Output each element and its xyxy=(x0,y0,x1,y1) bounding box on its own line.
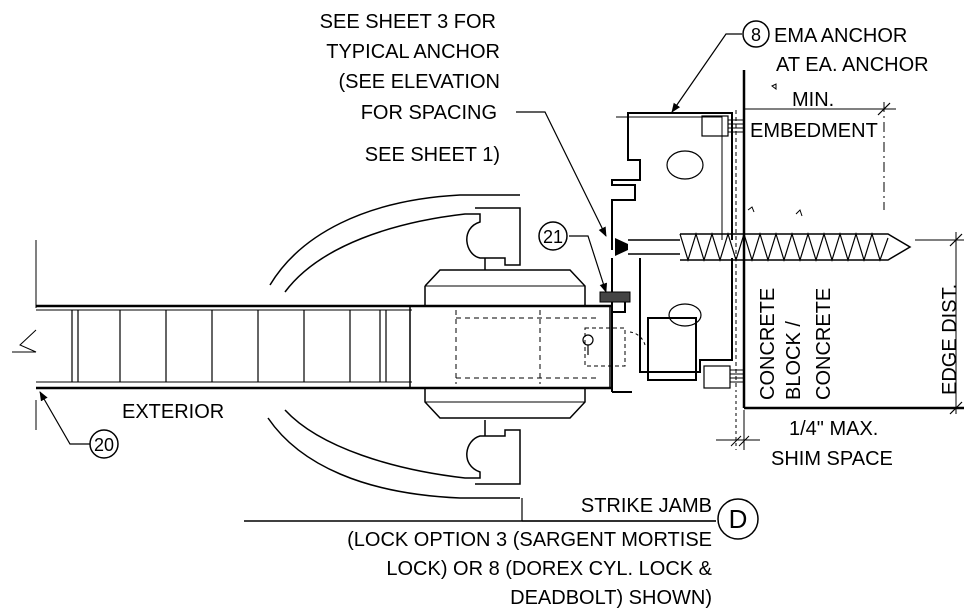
note-line-1: SEE SHEET 3 FOR xyxy=(320,11,496,33)
lever-handle-lower xyxy=(267,409,521,499)
detail-letter: D xyxy=(729,504,748,534)
note-line-3: (SEE ELEVATION xyxy=(338,71,500,93)
callout-20: 20 xyxy=(89,429,119,459)
detail-title-block: STRIKE JAMB D (LOCK OPTION 3 (SARGENT MO… xyxy=(244,495,759,609)
concrete-wall xyxy=(742,70,964,410)
subtitle-line-1: (LOCK OPTION 3 (SARGENT MORTISE xyxy=(347,529,712,551)
anchor-reference-note: SEE SHEET 3 FOR TYPICAL ANCHOR (SEE ELEV… xyxy=(320,11,500,166)
min-embedment-dimension xyxy=(744,102,896,210)
shim-label-2: SHIM SPACE xyxy=(771,448,893,470)
shim-label-1: 1/4" MAX. xyxy=(789,418,878,440)
edge-dist-label: EDGE DIST. xyxy=(939,284,961,395)
ema-anchor-label-2: AT EA. ANCHOR xyxy=(776,54,929,76)
subtitle-line-3: DEADBOLT) SHOWN) xyxy=(510,587,712,609)
substrate-line-2: BLOCK / xyxy=(783,321,805,400)
callout-21-number: 21 xyxy=(543,227,563,247)
door-panel xyxy=(12,240,612,430)
min-label: MIN. xyxy=(792,89,834,111)
callout-8: 8 xyxy=(742,20,770,48)
exterior-label: EXTERIOR xyxy=(122,401,224,423)
note-line-2: TYPICAL ANCHOR xyxy=(326,41,500,63)
anchor-screw xyxy=(615,231,912,263)
strike-jamb-frame xyxy=(599,110,744,393)
edge-distance-dimension xyxy=(915,232,964,415)
subtitle-line-2: LOCK) OR 8 (DOREX CYL. LOCK & xyxy=(386,558,712,580)
callout-21: 21 xyxy=(538,221,568,251)
shim-dimension xyxy=(716,395,760,450)
substrate-labels: CONCRETE BLOCK / CONCRETE xyxy=(757,288,835,400)
note-line-5: SEE SHEET 1) xyxy=(365,144,500,166)
detail-title: STRIKE JAMB xyxy=(581,495,712,517)
note-line-4: FOR SPACING xyxy=(361,102,497,124)
lever-handle-upper xyxy=(269,194,521,293)
callout-8-number: 8 xyxy=(751,25,761,45)
substrate-line-1: CONCRETE xyxy=(757,288,779,400)
ema-anchor-label-1: EMA ANCHOR xyxy=(774,25,907,47)
lock-assembly xyxy=(409,269,646,419)
callout-20-number: 20 xyxy=(94,435,114,455)
substrate-line-3: CONCRETE xyxy=(813,288,835,400)
embedment-label: EMBEDMENT xyxy=(750,120,878,142)
